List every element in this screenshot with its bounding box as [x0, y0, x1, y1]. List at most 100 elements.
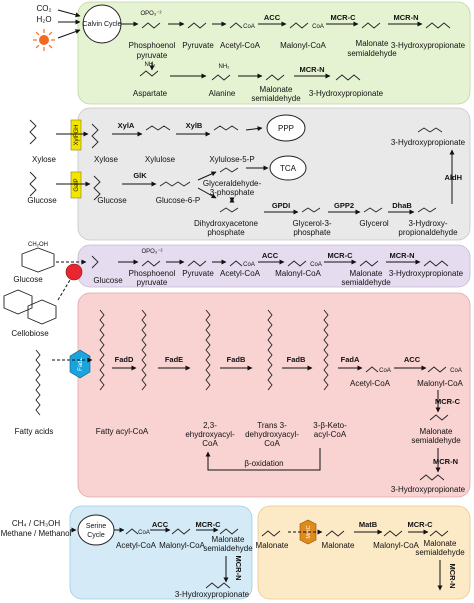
serine-malsa-label-2: semialdehyde: [203, 544, 253, 553]
molecule-glucose-ring: CH₂OH: [21, 242, 55, 273]
xylulose-label: Xylulose: [145, 155, 176, 164]
keto-label-2: acyl-CoA: [314, 430, 347, 439]
serine-hp-label: 3-Hydroxypropionate: [175, 590, 250, 599]
molecule-fatty-acid: [99, 309, 105, 391]
transporter-cellobiose: [65, 263, 83, 281]
svg-text:CH₂OH: CH₂OH: [28, 242, 48, 248]
cello-malsa-label-2: semialdehyde: [341, 278, 391, 287]
malsa2-label-2: semialdehyde: [251, 94, 301, 103]
beta-oxidation-label: β-oxidation: [244, 459, 283, 468]
enzyme-xylb: XylB: [186, 121, 203, 130]
enzyme-dhab: DhaB: [392, 201, 412, 210]
molecule-malonylcoa: [289, 22, 309, 29]
molecule-acyl-coa: [141, 309, 147, 391]
gly3p-label-2: phosphate: [293, 228, 331, 237]
hp-label: 3-Hydroxypropionate: [391, 41, 466, 50]
molecule-hpa: [417, 207, 437, 213]
molecule-pep: OPO₃⁻²: [141, 11, 162, 29]
malonate-malsa-label-1: Malonate: [424, 539, 457, 548]
svg-text:OPO₃⁻²: OPO₃⁻²: [142, 249, 163, 255]
serine-cycle-label-2: Cycle: [87, 532, 105, 539]
molecule-xylulose: [145, 125, 171, 131]
molecule-cello-malsa: [359, 260, 379, 267]
glucose-in-label: Glucose: [27, 196, 57, 205]
molecule-malsa: [361, 22, 381, 29]
molecule-glucose-ext: [29, 171, 37, 197]
glycerol-label: Glycerol: [359, 219, 389, 228]
molecule-malonate-malonyl: [383, 530, 403, 537]
svg-text:CoA: CoA: [138, 530, 150, 536]
cello-glucose-label: Glucose: [93, 276, 123, 285]
molecule-hydroxyacyl-coa: [267, 309, 273, 391]
fatty-malonyl-label: Malonyl-CoA: [417, 379, 463, 388]
serine-cycle-node: [77, 514, 115, 546]
molecule-3hp-sugar: [417, 127, 443, 133]
xylose-label: Xylose: [94, 155, 119, 164]
molecule-glucose: [93, 175, 101, 201]
calvin-cycle-label: Calvin Cycle: [83, 21, 122, 28]
panel-serine: [69, 505, 253, 600]
molecule-fatty-malonyl: [427, 366, 447, 373]
molecule-cello-pyruvate: [187, 260, 207, 267]
cello-pep-label-1: Phosphoenol: [129, 269, 176, 278]
fatty-enzyme-mcrc: MCR-C: [435, 397, 461, 406]
enoyl-label-2: ehydroxyacyl-: [185, 430, 235, 439]
serine-cycle-label: Serine: [86, 523, 106, 530]
molecule-malonate-ext: [261, 530, 281, 537]
pep-label-1: Phosphoenol: [129, 41, 176, 50]
xylose-in-label: Xylose: [32, 155, 57, 164]
enzyme-aldh: AldH: [445, 173, 463, 182]
molecule-fatty-acid-ext: [35, 349, 41, 416]
glucose-label: Glucose: [97, 196, 127, 205]
ppp-label: PPP: [278, 124, 294, 133]
fatty-malsa-label-2: semialdehyde: [411, 436, 461, 445]
aspartate-label: Aspartate: [133, 89, 168, 98]
enzyme-matb: MatB: [359, 520, 378, 529]
svg-text:CoA: CoA: [379, 368, 391, 374]
x5p-label: Xylulose-5-P: [209, 155, 254, 164]
enzyme-xyla: XylA: [118, 121, 135, 130]
enzyme-mcrc: MCR-C: [331, 13, 357, 22]
malonate-label: Malonate: [322, 541, 355, 550]
molecule-enoyl-coa: [205, 309, 211, 391]
g3p-label-1: Glyceraldehyde-: [203, 179, 262, 188]
molecule-acetylcoa: [229, 22, 243, 29]
transporter-xylfgh: [70, 119, 82, 151]
hpa-label-1: 3-Hydroxy-: [408, 219, 447, 228]
svg-text:CoA: CoA: [310, 262, 322, 268]
svg-text:NH₂: NH₂: [145, 62, 157, 68]
cello-malonyl-label: Malonyl-CoA: [275, 269, 321, 278]
molecule-serine-malonyl: [171, 528, 191, 535]
molecule-aspartate: [139, 70, 159, 77]
serine-malsa-label-1: Malonate: [212, 535, 245, 544]
fatty-acetyl-label: Acetyl-CoA: [350, 379, 391, 388]
molecule-xylose-ext: [29, 119, 37, 145]
enzyme-fada: FadA: [341, 355, 360, 364]
molecule-malsa2: [265, 74, 285, 81]
molecule-gly3p: [301, 207, 321, 213]
molecule-g6p: [159, 181, 191, 187]
malonyl-label: Malonyl-CoA: [280, 41, 326, 50]
tca-label: TCA: [280, 164, 297, 173]
svg-text:CoA: CoA: [243, 262, 255, 268]
transporter-galp: [70, 171, 82, 199]
sun-icon: [33, 29, 55, 51]
cello-malsa-label-1: Malonate: [350, 269, 383, 278]
molecule-malonate-malsa: [429, 530, 449, 537]
enzyme-fade: FadE: [165, 355, 183, 364]
molecule-cello-acetyl: [229, 260, 243, 267]
molecule-malonate: [325, 530, 345, 537]
cello-enzyme-acc: ACC: [262, 251, 279, 260]
transporter-galp-label: GalP: [74, 178, 80, 191]
svg-text:CoA: CoA: [243, 24, 255, 30]
cello-pep-label-2: pyruvate: [137, 278, 168, 287]
ppp-node: [266, 114, 306, 142]
molecule-alanine: [211, 74, 231, 81]
dhap-label-1: Dihydroxyacetone: [194, 219, 259, 228]
hydroxy-label-2: dehydroxyacyl-: [245, 430, 299, 439]
acyl-label: Fatty acyl-CoA: [96, 427, 149, 436]
cello-glucose-in: Glucose: [13, 275, 43, 284]
enzyme-fadb1: FadB: [227, 355, 246, 364]
svg-text:OPO₃⁻²: OPO₃⁻²: [141, 11, 162, 17]
transporter-fadl-label: FadL: [78, 357, 84, 371]
